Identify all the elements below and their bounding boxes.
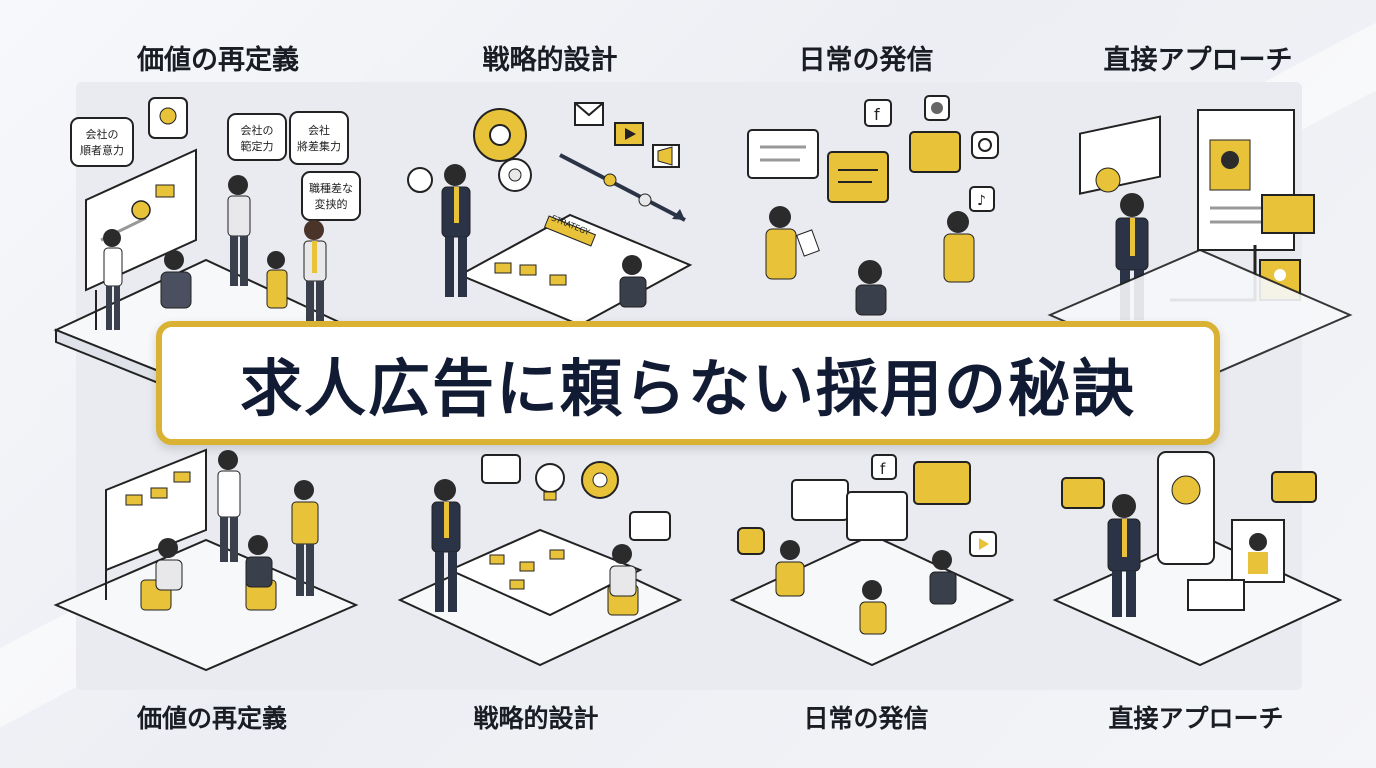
person-suit xyxy=(1107,494,1141,617)
speech-bubble-2: 会社の 範定力 xyxy=(227,113,287,161)
person-phone xyxy=(943,211,975,283)
person-seated-reader xyxy=(619,255,647,308)
person-presenter-suit xyxy=(431,479,461,612)
facebook-icon: f xyxy=(871,454,897,480)
scene-redefine-value-bottom xyxy=(46,448,366,672)
person-center xyxy=(855,260,887,316)
scene-strategic-design-bottom xyxy=(390,450,690,670)
person-phone xyxy=(859,580,887,635)
scene-direct-approach-bottom xyxy=(1050,450,1350,670)
profile-phone xyxy=(1157,451,1215,565)
person-woman-yellow xyxy=(266,251,288,309)
svg-text:職種差な: 職種差な xyxy=(309,181,353,195)
svg-text:会社の: 会社の xyxy=(86,127,119,141)
play-icon xyxy=(614,122,644,146)
person-presenter xyxy=(227,175,251,286)
person-tablet xyxy=(765,206,820,280)
speech-bubble-1: 会社の 順者意力 xyxy=(70,117,134,167)
scene-daily-posting-bottom: f xyxy=(722,450,1022,670)
lightbulb-icon xyxy=(131,200,151,220)
banner-title: 求人広告に頼らない採用の秘訣 xyxy=(239,352,1136,425)
strategy-table: STRATEGY xyxy=(457,213,693,327)
person-woman-yellow xyxy=(291,480,319,596)
svg-text:將差集力: 將差集力 xyxy=(297,139,341,153)
svg-text:♪: ♪ xyxy=(977,193,986,209)
person-man-tie xyxy=(303,220,327,321)
chat-bubble-yellow-2 xyxy=(909,131,961,173)
gear-icon xyxy=(581,461,619,499)
label-direct-approach-bottom: 直接アプローチ xyxy=(1108,704,1284,733)
chat-icon xyxy=(737,527,765,555)
person-presenter xyxy=(217,450,241,562)
person-seated xyxy=(929,550,957,605)
roadmap-arrow xyxy=(559,153,686,222)
label-strategic-design-bottom: 戦略的設計 xyxy=(473,704,599,733)
facebook-icon: f xyxy=(864,99,892,127)
twitter-icon xyxy=(924,95,950,121)
person-seated xyxy=(609,544,637,597)
label-strategic-design-top: 戦略的設計 xyxy=(482,45,618,76)
svg-text:範定力: 範定力 xyxy=(241,139,274,153)
chat-bubble xyxy=(791,479,849,521)
whiteboard xyxy=(105,448,207,600)
svg-text:f: f xyxy=(880,460,886,478)
label-redefine-value-top: 価値の再定義 xyxy=(137,45,299,76)
tiktok-icon: ♪ xyxy=(969,186,995,212)
label-direct-approach-top: 直接アプローチ xyxy=(1103,45,1293,76)
profile-card xyxy=(1079,115,1161,195)
svg-text:順者意力: 順者意力 xyxy=(80,143,124,157)
person-seated xyxy=(245,535,273,588)
lightbulb-bubble xyxy=(148,97,188,139)
person-tablet xyxy=(775,540,805,597)
gear-icon xyxy=(473,108,527,162)
speech-bubble-3: 会社 將差集力 xyxy=(289,111,349,165)
chat-bubble xyxy=(481,454,521,484)
chat-bubble-left xyxy=(747,129,819,179)
video-call-window xyxy=(1231,519,1285,583)
play-icon xyxy=(969,531,997,557)
svg-text:f: f xyxy=(874,105,880,124)
scene-direct-approach-top xyxy=(1047,100,1353,382)
label-daily-posting-top: 日常の発信 xyxy=(798,45,934,76)
chat-bubble xyxy=(846,491,908,541)
chat-bubble-yellow xyxy=(827,151,889,203)
chat-bubble xyxy=(629,511,671,541)
scene-daily-posting-top: f ♪ xyxy=(720,92,1020,332)
chat-bubble-yellow xyxy=(913,461,971,505)
gear-icon xyxy=(407,167,433,193)
speech-bubble-4: 職種差な 変挟的 xyxy=(301,171,361,221)
svg-text:変挟的: 変挟的 xyxy=(315,197,348,211)
message-card xyxy=(1261,194,1315,234)
chat-bubble-yellow xyxy=(1271,471,1317,503)
strategy-table xyxy=(447,528,643,617)
scene-strategic-design-top: STRATEGY xyxy=(400,95,700,335)
lightbulb-icon xyxy=(535,463,565,501)
gear-icon xyxy=(498,158,532,192)
person-woman-board xyxy=(103,229,123,330)
title-banner: 求人広告に頼らない採用の秘訣 xyxy=(156,321,1220,445)
person-seated xyxy=(160,250,192,309)
label-redefine-value-bottom: 価値の再定義 xyxy=(136,704,287,733)
person-seated xyxy=(155,538,183,591)
lightbulb-icon xyxy=(159,107,177,125)
label-daily-posting-bottom: 日常の発信 xyxy=(803,704,929,733)
instagram-icon xyxy=(971,131,999,159)
megaphone-icon xyxy=(652,144,680,168)
svg-text:会社: 会社 xyxy=(308,123,330,137)
mail-icon xyxy=(574,102,604,126)
chat-bubble-yellow xyxy=(1061,477,1105,509)
person-presenter-suit xyxy=(441,164,471,297)
profile-card xyxy=(1187,579,1245,611)
svg-text:会社の: 会社の xyxy=(241,123,274,137)
